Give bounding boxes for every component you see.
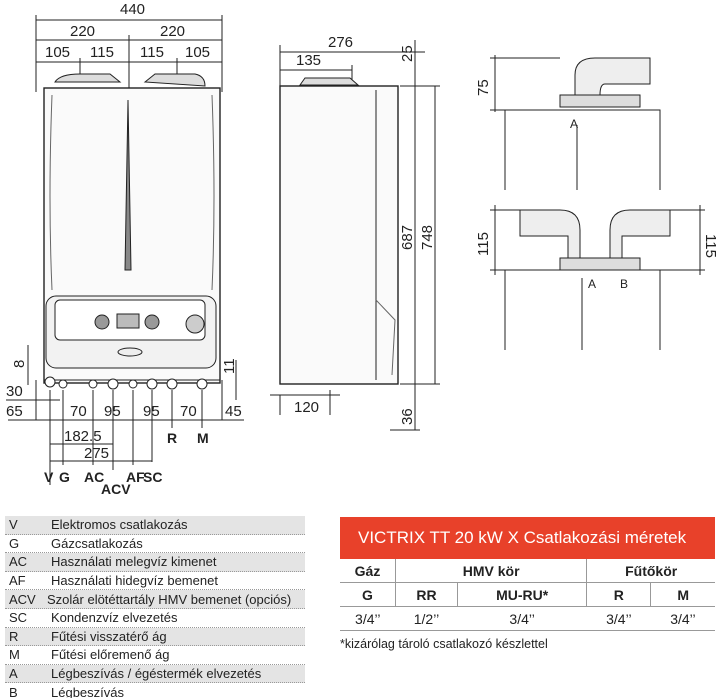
- dim-25: 25: [399, 45, 416, 62]
- dim-115-right-detail: 115: [702, 234, 719, 258]
- front-view: [6, 15, 244, 485]
- flue-detail-top: [490, 55, 661, 190]
- legend-row: G Gázcsatlakozás: [5, 535, 305, 554]
- legend-code: ACV: [9, 591, 36, 607]
- legend-row: SC Kondenzvíz elvezetés: [5, 609, 305, 628]
- legend-code: R: [9, 628, 19, 644]
- dim-75: 75: [475, 79, 492, 96]
- table-footnote: *kizárólag tároló csatlakozó készlettel: [340, 637, 548, 651]
- dim-748: 748: [419, 225, 436, 250]
- legend-text: Használati hidegvíz bemenet: [51, 573, 218, 589]
- dim-36: 36: [399, 408, 416, 425]
- dim-105-left: 105: [45, 44, 70, 61]
- dim-65: 65: [6, 403, 23, 420]
- header-G: G: [340, 582, 396, 607]
- value-M: 3/4’’: [650, 606, 715, 631]
- side-view: [270, 40, 440, 431]
- legend-text: Fűtési visszatérő ág: [51, 628, 167, 644]
- label-SC: SC: [143, 469, 162, 485]
- connection-size-table: VICTRIX TT 20 kW X Csatlakozási méretek …: [340, 517, 715, 651]
- legend-code: G: [9, 535, 20, 551]
- header-M: M: [650, 582, 715, 607]
- value-MU-RU: 3/4’’: [457, 606, 587, 631]
- dim-11: 11: [221, 358, 238, 374]
- legend-row: ACV Szolár elötéttartály HMV bemenet (opc…: [5, 590, 305, 609]
- label-AF: AF: [126, 469, 145, 485]
- group-hmv: HMV kör: [394, 559, 587, 583]
- legend-row: R Fűtési visszatérő ág: [5, 627, 305, 647]
- label-V: V: [44, 469, 54, 485]
- table-header-row: G RR MU-RU* R M: [340, 582, 715, 607]
- dim-120: 120: [294, 399, 319, 416]
- legend-text: Elektromos csatlakozás: [51, 517, 188, 533]
- dim-182-5: 182.5: [64, 428, 102, 445]
- legend-text: Fűtési előremenő ág: [51, 647, 170, 663]
- dim-220-right: 220: [160, 23, 185, 40]
- dim-45: 45: [225, 403, 242, 420]
- dim-115-right: 115: [140, 44, 164, 61]
- dim-30: 30: [6, 383, 23, 400]
- legend-code: B: [9, 684, 18, 698]
- legend-text: Gázcsatlakozás: [51, 535, 143, 551]
- value-G: 3/4’’: [340, 606, 396, 631]
- dim-135: 135: [296, 52, 321, 69]
- dim-276: 276: [328, 34, 353, 51]
- dim-115-left: 115: [90, 44, 114, 61]
- header-RR: RR: [395, 582, 458, 607]
- legend-code: SC: [9, 610, 28, 626]
- technical-drawing: 440 220 220 105 115 115 105 8 30 65 11 4…: [6, 1, 719, 497]
- legend-row: AC Használati melegvíz kimenet: [5, 553, 305, 572]
- legend-code: AC: [9, 554, 28, 570]
- legend-code: M: [9, 647, 20, 663]
- legend-text: Légbeszívás / égéstermék elvezetés: [51, 666, 262, 682]
- legend-text: Légbeszívás: [51, 684, 124, 698]
- legend-code: V: [9, 517, 18, 533]
- dim-440: 440: [120, 1, 145, 18]
- dim-95-left: 95: [104, 403, 121, 420]
- group-gas: Gáz: [340, 559, 396, 583]
- legend-row: A Légbeszívás / égéstermék elvezetés: [5, 664, 305, 684]
- legend-text: Szolár elötéttartály HMV bemenet (opciós…: [47, 591, 292, 607]
- label-ACV: ACV: [101, 481, 131, 497]
- table-value-row: 3/4’’ 1/2’’ 3/4’’ 3/4’’ 3/4’’: [340, 606, 715, 631]
- flue-detail-bottom: [490, 205, 705, 350]
- dim-275: 275: [84, 445, 109, 462]
- dim-115-left-detail: 115: [475, 232, 492, 256]
- dim-105-right: 105: [185, 44, 210, 61]
- legend-code: A: [9, 666, 18, 682]
- legend-text: Kondenzvíz elvezetés: [51, 610, 178, 626]
- label-A-top: A: [570, 117, 578, 131]
- dim-95-right: 95: [143, 403, 160, 420]
- legend-row: AF Használati hidegvíz bemenet: [5, 572, 305, 591]
- value-RR: 1/2’’: [395, 606, 458, 631]
- dim-70-left: 70: [70, 403, 87, 420]
- legend-text: Használati melegvíz kimenet: [51, 554, 217, 570]
- dim-687: 687: [399, 225, 416, 250]
- label-AC: AC: [84, 469, 104, 485]
- label-R: R: [167, 430, 177, 446]
- dim-70-right: 70: [180, 403, 197, 420]
- legend-row: M Fűtési előremenő ág: [5, 646, 305, 665]
- label-G: G: [59, 469, 70, 485]
- dim-220-left: 220: [70, 23, 95, 40]
- legend-row: B Légbeszívás: [5, 683, 305, 698]
- dim-8: 8: [11, 360, 28, 368]
- header-MU-RU: MU-RU*: [456, 582, 587, 607]
- label-M: M: [197, 430, 209, 446]
- label-B: B: [620, 277, 628, 291]
- header-R: R: [586, 582, 651, 607]
- value-R: 3/4’’: [586, 606, 651, 631]
- table-group-row: Gáz HMV kör Fűtőkör: [340, 559, 715, 583]
- label-A-bottom: A: [588, 277, 596, 291]
- legend-row: V Elektromos csatlakozás: [5, 516, 305, 535]
- legend-code: AF: [9, 573, 26, 589]
- group-heating: Fűtőkör: [586, 559, 715, 583]
- table-title: VICTRIX TT 20 kW X Csatlakozási méretek: [340, 517, 715, 559]
